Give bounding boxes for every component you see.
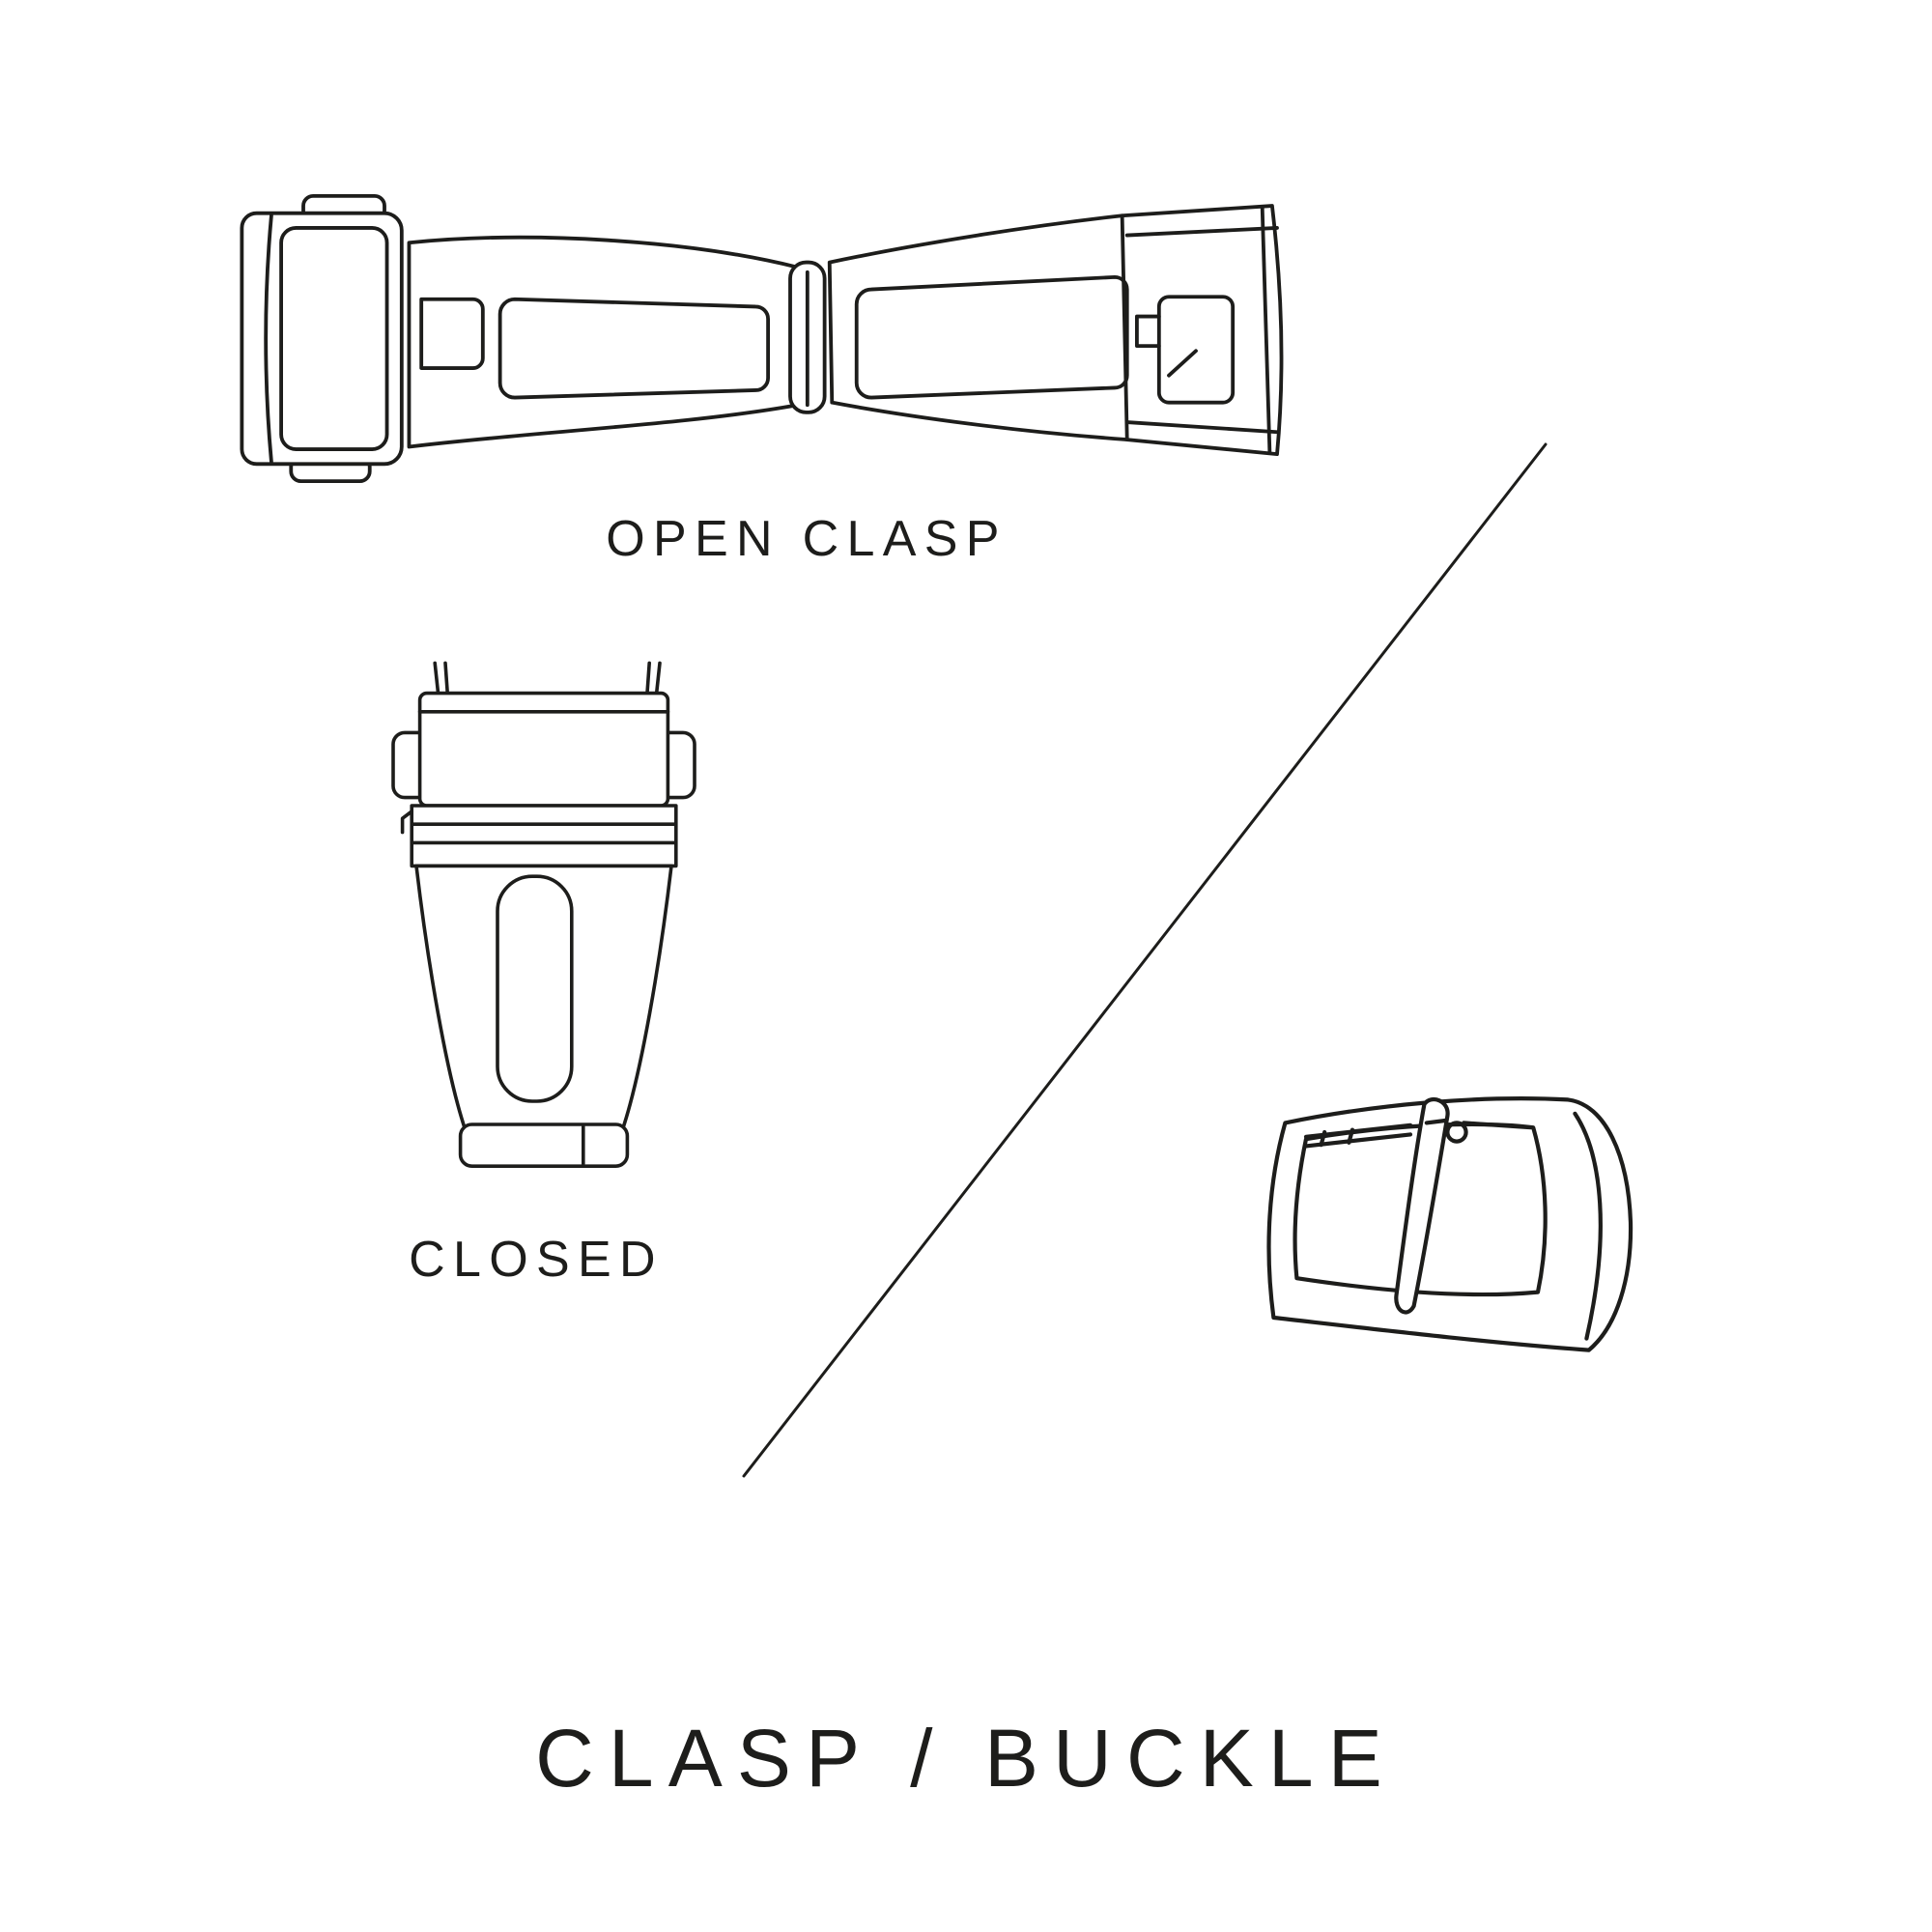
diagonal-divider-line [734,433,1555,1486]
buckle-illustration [1236,1074,1654,1422]
divider-drawing [742,442,1548,1478]
closed-clasp-drawing [391,661,696,1168]
open-clasp-label: OPEN CLASP [606,511,1008,567]
open-clasp-drawing [240,193,1284,484]
diagram-title: CLASP / BUCKLE [535,1713,1397,1804]
open-clasp-illustration [222,179,1304,498]
closed-clasp-illustration [382,649,706,1182]
buckle-drawing [1266,1096,1634,1352]
closed-clasp-label: CLOSED [409,1232,664,1288]
